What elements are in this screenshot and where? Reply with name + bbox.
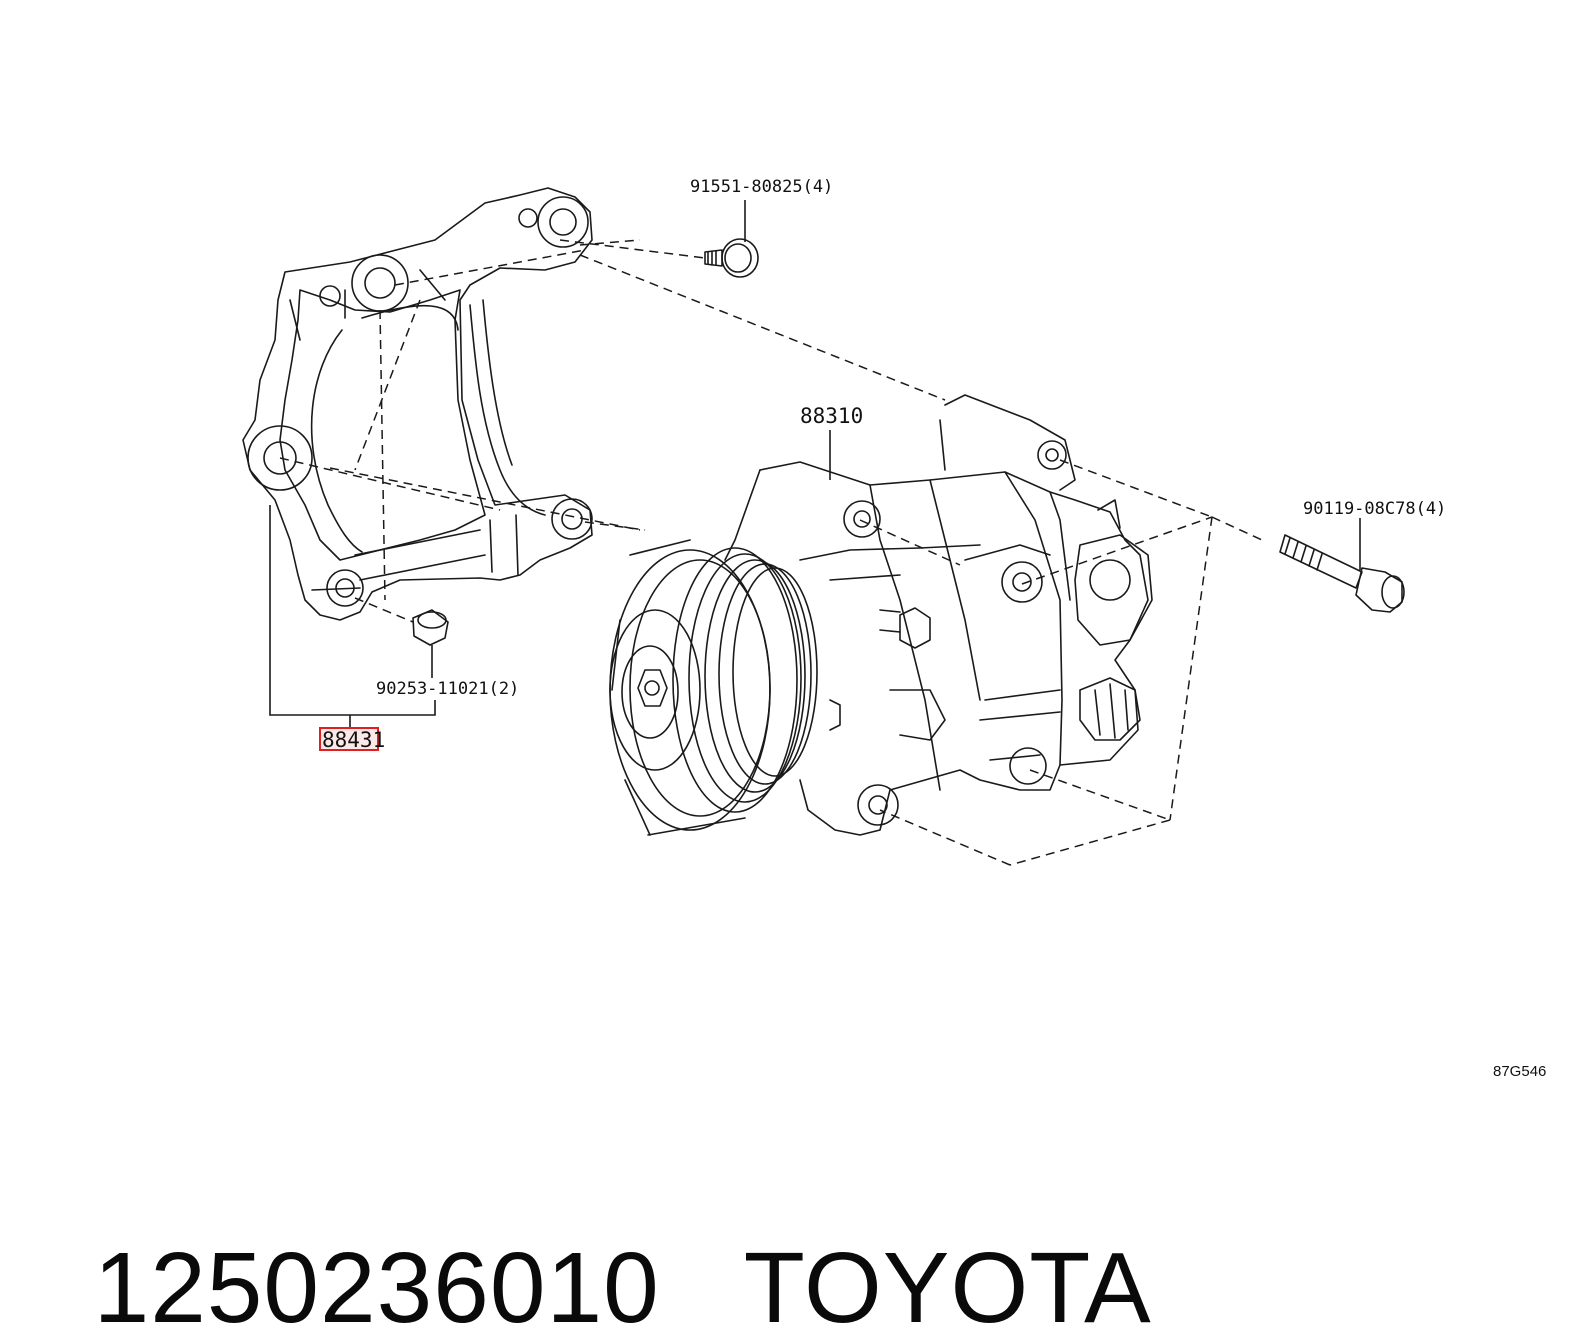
highlight-box	[319, 727, 379, 751]
collar	[412, 609, 449, 646]
label-collar: 90253-11021(2)	[376, 679, 519, 699]
part-number: 1250236010	[93, 1232, 660, 1344]
assembly-lines	[279, 239, 1263, 866]
highlighted-part[interactable]: 88431	[319, 727, 385, 752]
diagram-code: 87G546	[1493, 1063, 1546, 1080]
long-bolt-right	[1279, 534, 1405, 613]
compressor-bracket	[242, 187, 593, 621]
label-compressor: 88310	[800, 404, 863, 428]
leader-lines	[269, 200, 1361, 730]
compressor-body	[609, 394, 1153, 836]
label-bolt-top: 91551-80825(4)	[690, 177, 833, 197]
flange-bolt-top	[704, 238, 759, 278]
label-bracket: 88431	[322, 728, 385, 752]
brand-name: TOYOTA	[743, 1232, 1152, 1344]
label-bolt-right: 90119-08C78(4)	[1303, 499, 1446, 519]
